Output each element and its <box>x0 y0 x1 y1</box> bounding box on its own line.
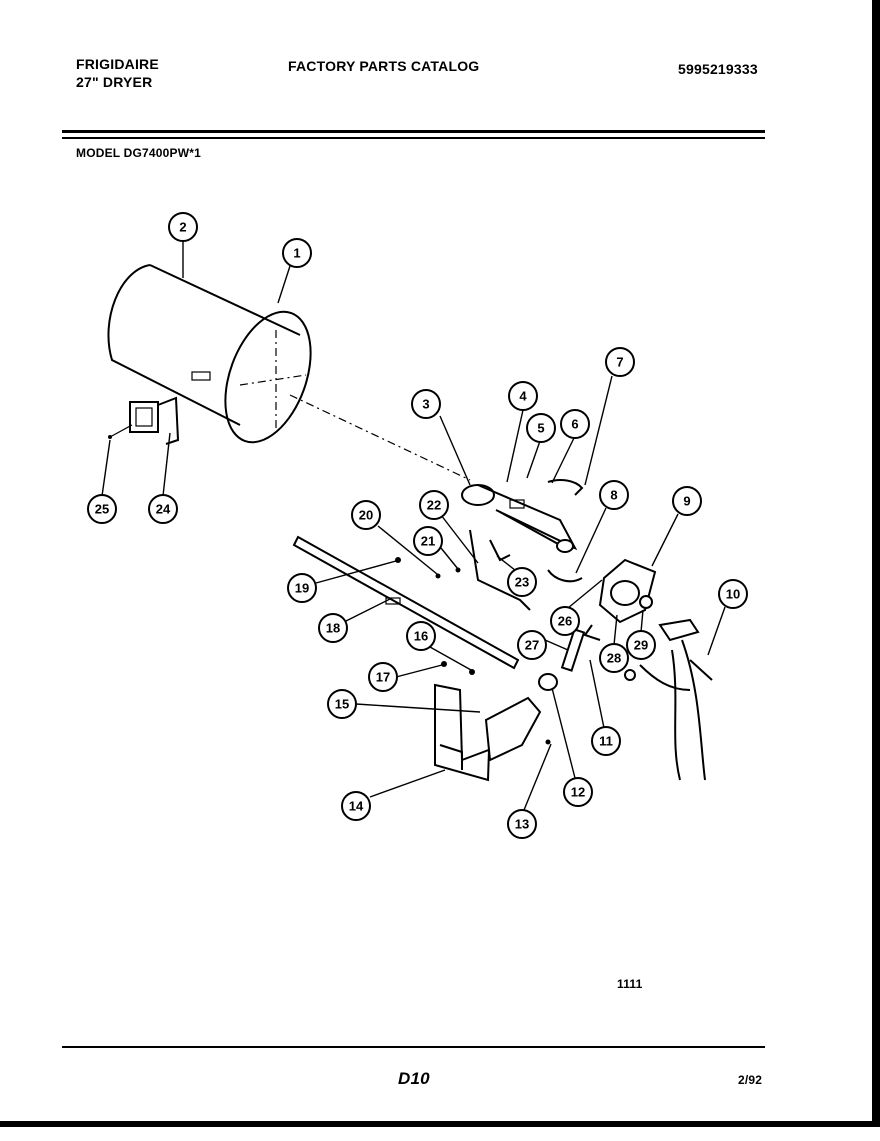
callout-label-17: 17 <box>376 670 390 685</box>
callout-label-2: 2 <box>179 220 186 235</box>
callout-label-9: 9 <box>683 494 690 509</box>
callout-20: 20 <box>351 500 381 530</box>
model-label: MODEL DG7400PW*1 <box>76 146 202 160</box>
brand-label: FRIGIDAIRE <box>76 56 159 72</box>
callout-label-7: 7 <box>616 355 623 370</box>
callout-label-22: 22 <box>427 498 441 513</box>
revision-date: 2/92 <box>738 1073 763 1087</box>
callout-label-15: 15 <box>335 697 349 712</box>
catalog-number: 5995219333 <box>678 61 758 77</box>
callout-3: 3 <box>411 389 441 419</box>
callout-label-20: 20 <box>359 508 373 523</box>
callout-14: 14 <box>341 791 371 821</box>
bracket-assembly <box>434 661 551 782</box>
callout-label-13: 13 <box>515 817 529 832</box>
callout-26: 26 <box>550 606 580 636</box>
callout-label-16: 16 <box>414 629 428 644</box>
callout-19: 19 <box>287 573 317 603</box>
callout-27: 27 <box>517 630 547 660</box>
callout-label-26: 26 <box>558 614 572 629</box>
callout-1: 1 <box>282 238 312 268</box>
callout-label-19: 19 <box>295 581 309 596</box>
rod-part <box>292 535 520 670</box>
product-label: 27" DRYER <box>76 74 153 90</box>
callout-label-8: 8 <box>610 488 617 503</box>
callout-15: 15 <box>327 689 357 719</box>
callout-label-3: 3 <box>422 397 429 412</box>
page-number: D10 <box>398 1069 430 1088</box>
callout-13: 13 <box>507 809 537 839</box>
callout-18: 18 <box>318 613 348 643</box>
callout-label-28: 28 <box>607 651 621 666</box>
footer-rule <box>62 1046 765 1048</box>
igniter-assembly <box>435 529 531 611</box>
header-rule-top <box>62 130 765 133</box>
callout-10: 10 <box>718 579 748 609</box>
callout-21: 21 <box>413 526 443 556</box>
callout-label-27: 27 <box>525 638 539 653</box>
callout-17: 17 <box>368 662 398 692</box>
callout-7: 7 <box>605 347 635 377</box>
callout-label-18: 18 <box>326 621 340 636</box>
diagram-code: 1111 <box>617 977 643 991</box>
page-border-right <box>872 0 880 1125</box>
callout-label-5: 5 <box>537 421 544 436</box>
callout-label-29: 29 <box>634 638 648 653</box>
callout-label-14: 14 <box>349 799 364 814</box>
callout-24: 24 <box>148 494 178 524</box>
callout-label-11: 11 <box>599 734 613 749</box>
callout-6: 6 <box>560 409 590 439</box>
callout-label-1: 1 <box>293 246 300 261</box>
page-border-bottom <box>0 1121 880 1127</box>
burner-assembly <box>461 479 584 583</box>
callout-11: 11 <box>591 726 621 756</box>
drum-part <box>107 264 312 444</box>
callout-label-10: 10 <box>726 587 740 602</box>
header-rule-bottom <box>62 137 765 139</box>
callout-12: 12 <box>563 777 593 807</box>
callout-label-24: 24 <box>156 502 171 517</box>
callout-4: 4 <box>508 381 538 411</box>
callout-label-25: 25 <box>95 502 109 517</box>
callout-label-12: 12 <box>571 785 585 800</box>
callout-28: 28 <box>599 643 629 673</box>
callout-label-6: 6 <box>571 417 578 432</box>
switch-assembly <box>108 396 180 445</box>
callout-5: 5 <box>526 413 556 443</box>
callout-22: 22 <box>419 490 449 520</box>
callout-29: 29 <box>626 630 656 660</box>
callout-16: 16 <box>406 621 436 651</box>
callout-23: 23 <box>507 567 537 597</box>
wiring-harness <box>624 618 713 781</box>
callout-label-4: 4 <box>519 389 527 404</box>
callout-leaders <box>101 241 726 811</box>
gas-valve-assembly <box>583 558 657 641</box>
callout-9: 9 <box>672 486 702 516</box>
axis-line <box>289 394 471 481</box>
catalog-title: FACTORY PARTS CATALOG <box>288 58 480 74</box>
callout-25: 25 <box>87 494 117 524</box>
pipe-fitting <box>538 628 586 691</box>
callout-label-23: 23 <box>515 575 529 590</box>
callout-label-21: 21 <box>421 534 435 549</box>
callout-2: 2 <box>168 212 198 242</box>
callout-8: 8 <box>599 480 629 510</box>
